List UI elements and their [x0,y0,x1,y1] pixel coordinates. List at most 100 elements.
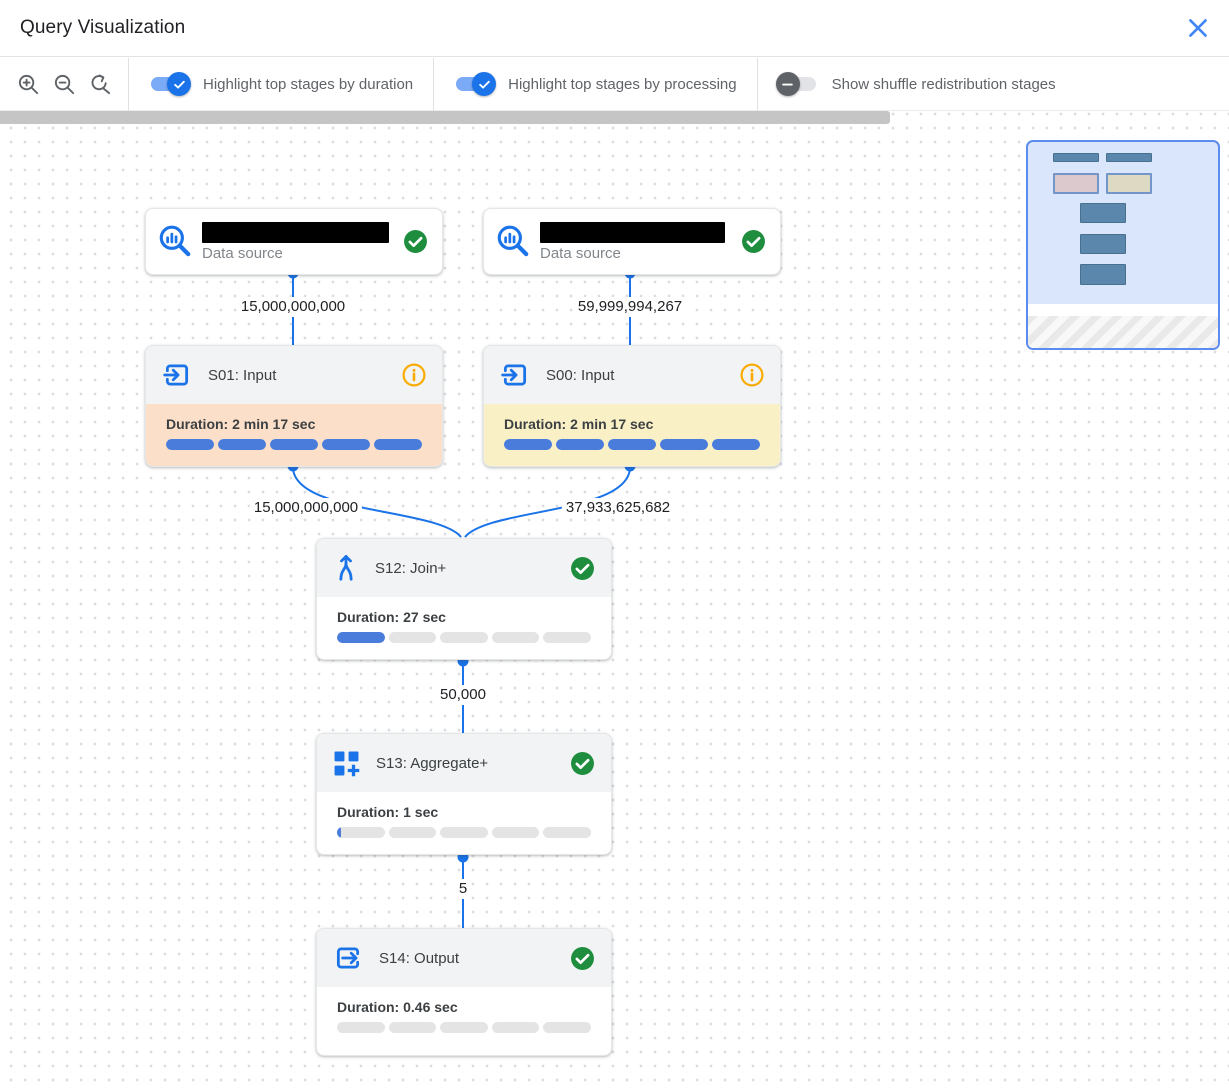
edge-row-count: 59,999,994,267 [573,297,687,317]
duration-label: Duration: 2 min 17 sec [504,416,654,432]
edge-s00-s12 [464,466,631,538]
minimap[interactable] [1026,140,1220,350]
highlight-processing-toggle[interactable] [454,72,497,96]
success-check-icon [570,556,595,581]
toggle-thumb [472,72,497,96]
data-source-node-2[interactable]: Data source [483,208,781,275]
stage-duration-section: Duration: 27 sec [317,597,611,659]
toolbar-divider [756,57,758,111]
stage-node-s01[interactable]: S01: Input Duration: 2 min 17 sec [145,345,443,467]
minus-icon [782,83,793,85]
graph-canvas[interactable]: 15,000,000,000 59,999,994,267 15,000,000… [0,111,1229,1090]
zoom-reset-icon [91,74,110,94]
edge-row-count: 15,000,000,000 [249,498,363,518]
toolbar-divider [433,57,435,111]
success-check-icon [741,229,766,254]
highlight-duration-toggle[interactable] [149,72,191,96]
minimap-node [1080,203,1126,223]
minimap-hatch-area [1028,316,1218,348]
output-icon [336,947,360,969]
stage-duration-section: Duration: 1 sec [317,792,611,854]
stage-header: S00: Input [484,346,780,404]
duration-progress-bar [337,632,591,643]
page-title: Query Visualization [20,17,186,38]
toggle-label-duration: Highlight top stages by duration [203,75,414,93]
zoom-in-icon [18,74,38,94]
toolbar: Highlight top stages by duration Highlig… [0,57,1229,111]
toggle-thumb [167,72,191,96]
toggle-group-shuffle: Show shuffle redistribution stages [768,72,1066,96]
info-icon[interactable] [740,363,764,387]
redacted-table-name [202,221,389,243]
stage-duration-section: Duration: 0.46 sec [317,987,611,1055]
duration-progress-bar [337,1022,591,1033]
stage-header: S01: Input [146,346,442,404]
minimap-outside-viewport [1028,304,1218,348]
data-source-text: Data source [202,221,395,262]
canvas-horizontal-scrollbar[interactable] [0,111,890,124]
duration-progress-bar [337,827,591,838]
data-source-node-1[interactable]: Data source [145,208,443,275]
edge-s01-s12 [292,466,462,538]
stage-node-s13[interactable]: S13: Aggregate+ Duration: 1 sec [316,733,612,855]
minimap-node [1080,234,1126,254]
duration-label: Duration: 27 sec [337,609,446,625]
toggle-thumb [775,72,800,96]
close-button[interactable] [1183,14,1213,44]
close-icon [1189,18,1207,37]
edge-row-count: 50,000 [436,685,490,705]
stage-title: S14: Output [379,949,460,967]
stage-duration-section: Duration: 2 min 17 sec [146,404,442,466]
stage-header: S12: Join+ [317,539,611,597]
stage-title: S00: Input [546,366,615,384]
zoom-in-button[interactable] [10,66,46,102]
join-icon [339,555,353,581]
toggle-group-processing: Highlight top stages by processing [444,72,746,96]
info-icon[interactable] [402,363,426,387]
data-source-subtitle: Data source [202,244,283,262]
toggle-label-processing: Highlight top stages by processing [508,75,737,93]
success-check-icon [570,751,595,776]
stage-title: S12: Join+ [375,559,447,577]
stage-header: S13: Aggregate+ [317,734,611,792]
data-source-icon [497,225,529,256]
redacted-table-name [540,221,725,243]
minimap-node [1080,264,1126,285]
duration-label: Duration: 0.46 sec [337,999,458,1015]
minimap-node-highlight-processing [1106,173,1152,194]
duration-progress-bar [166,439,422,450]
toolbar-divider [128,57,129,111]
minimap-node-highlight-duration [1053,173,1099,194]
success-check-icon [403,229,428,254]
duration-progress-bar [504,439,760,450]
duration-label: Duration: 1 sec [337,804,439,820]
aggregate-icon [334,751,360,776]
data-source-icon [159,225,191,256]
stage-node-s00[interactable]: S00: Input Duration: 2 min 17 sec [483,345,781,467]
zoom-out-icon [54,74,74,94]
check-icon [173,80,185,89]
toggle-label-shuffle: Show shuffle redistribution stages [831,75,1056,93]
input-icon [501,364,527,386]
panel-header: Query Visualization [0,0,1229,57]
zoom-reset-button[interactable] [82,66,118,102]
zoom-out-button[interactable] [46,66,82,102]
duration-label: Duration: 2 min 17 sec [166,416,316,432]
toggle-group-duration: Highlight top stages by duration [139,72,423,96]
minimap-node [1106,153,1152,162]
data-source-text: Data source [540,221,733,262]
edge-row-count: 37,933,625,682 [561,498,675,518]
edge-row-count: 15,000,000,000 [236,297,350,317]
stage-node-s14[interactable]: S14: Output Duration: 0.46 sec [316,928,612,1056]
input-icon [163,364,189,386]
show-shuffle-toggle[interactable] [775,72,818,96]
edge-row-count: 5 [454,879,472,899]
stage-title: S01: Input [208,366,277,384]
check-icon [478,80,490,89]
stage-duration-section: Duration: 2 min 17 sec [484,404,780,466]
data-source-subtitle: Data source [540,244,621,262]
stage-header: S14: Output [317,929,611,987]
success-check-icon [570,946,595,971]
stage-node-s12[interactable]: S12: Join+ Duration: 27 sec [316,538,612,660]
